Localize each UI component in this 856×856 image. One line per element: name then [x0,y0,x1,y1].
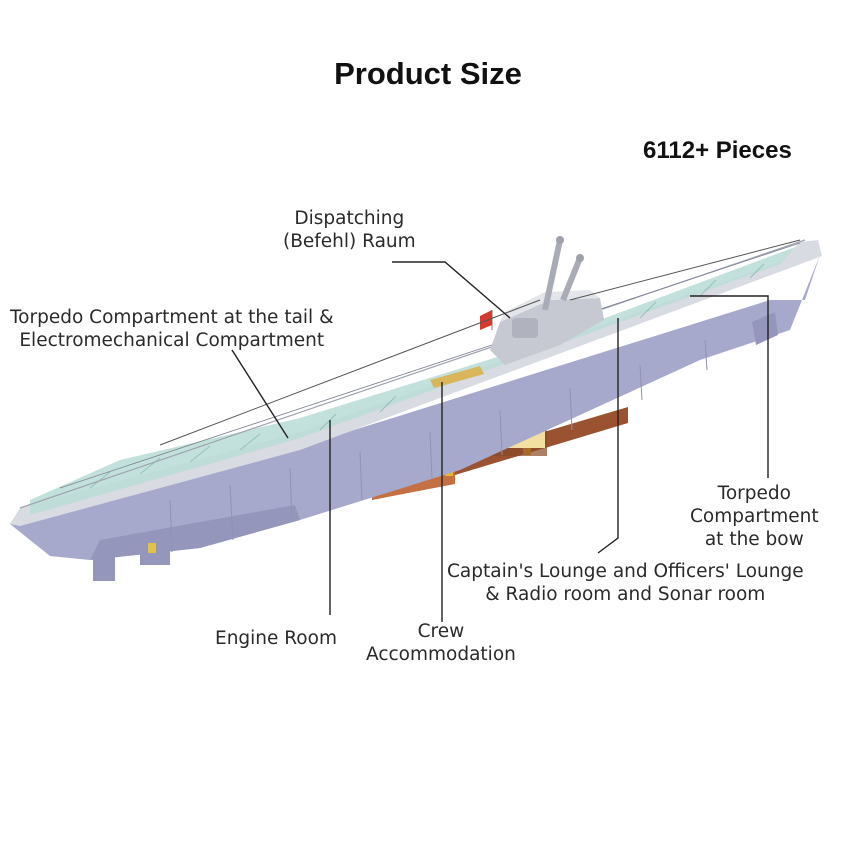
callout-line-torpedo-bow [690,295,769,478]
flag-icon [480,310,492,330]
label-crew-accommodation: Crew Accommodation [366,621,516,665]
submarine-hull [10,239,822,581]
callout-lines [231,261,769,622]
crew-deck-detail [430,366,484,388]
bow-fin [752,312,778,345]
callout-line-captains-lounge [597,318,619,554]
callout-line-dispatching [392,261,511,319]
label-torpedo-tail: Torpedo Compartment at the tail & Electr… [10,307,334,351]
label-engine-room: Engine Room [215,628,337,649]
label-captains-lounge: Captain's Lounge and Officers' Lounge & … [447,561,804,605]
callout-line-torpedo-tail [231,349,289,439]
page-title: Product Size [334,56,522,91]
label-dispatching: Dispatching (Befehl) Raum [283,208,416,252]
pieces-count: 6112+ Pieces [643,137,792,164]
label-torpedo-bow: Torpedo Compartment at the bow [690,483,819,550]
tail-rudder [93,553,115,581]
antenna-wire [159,299,541,446]
conning-tower [480,236,604,365]
